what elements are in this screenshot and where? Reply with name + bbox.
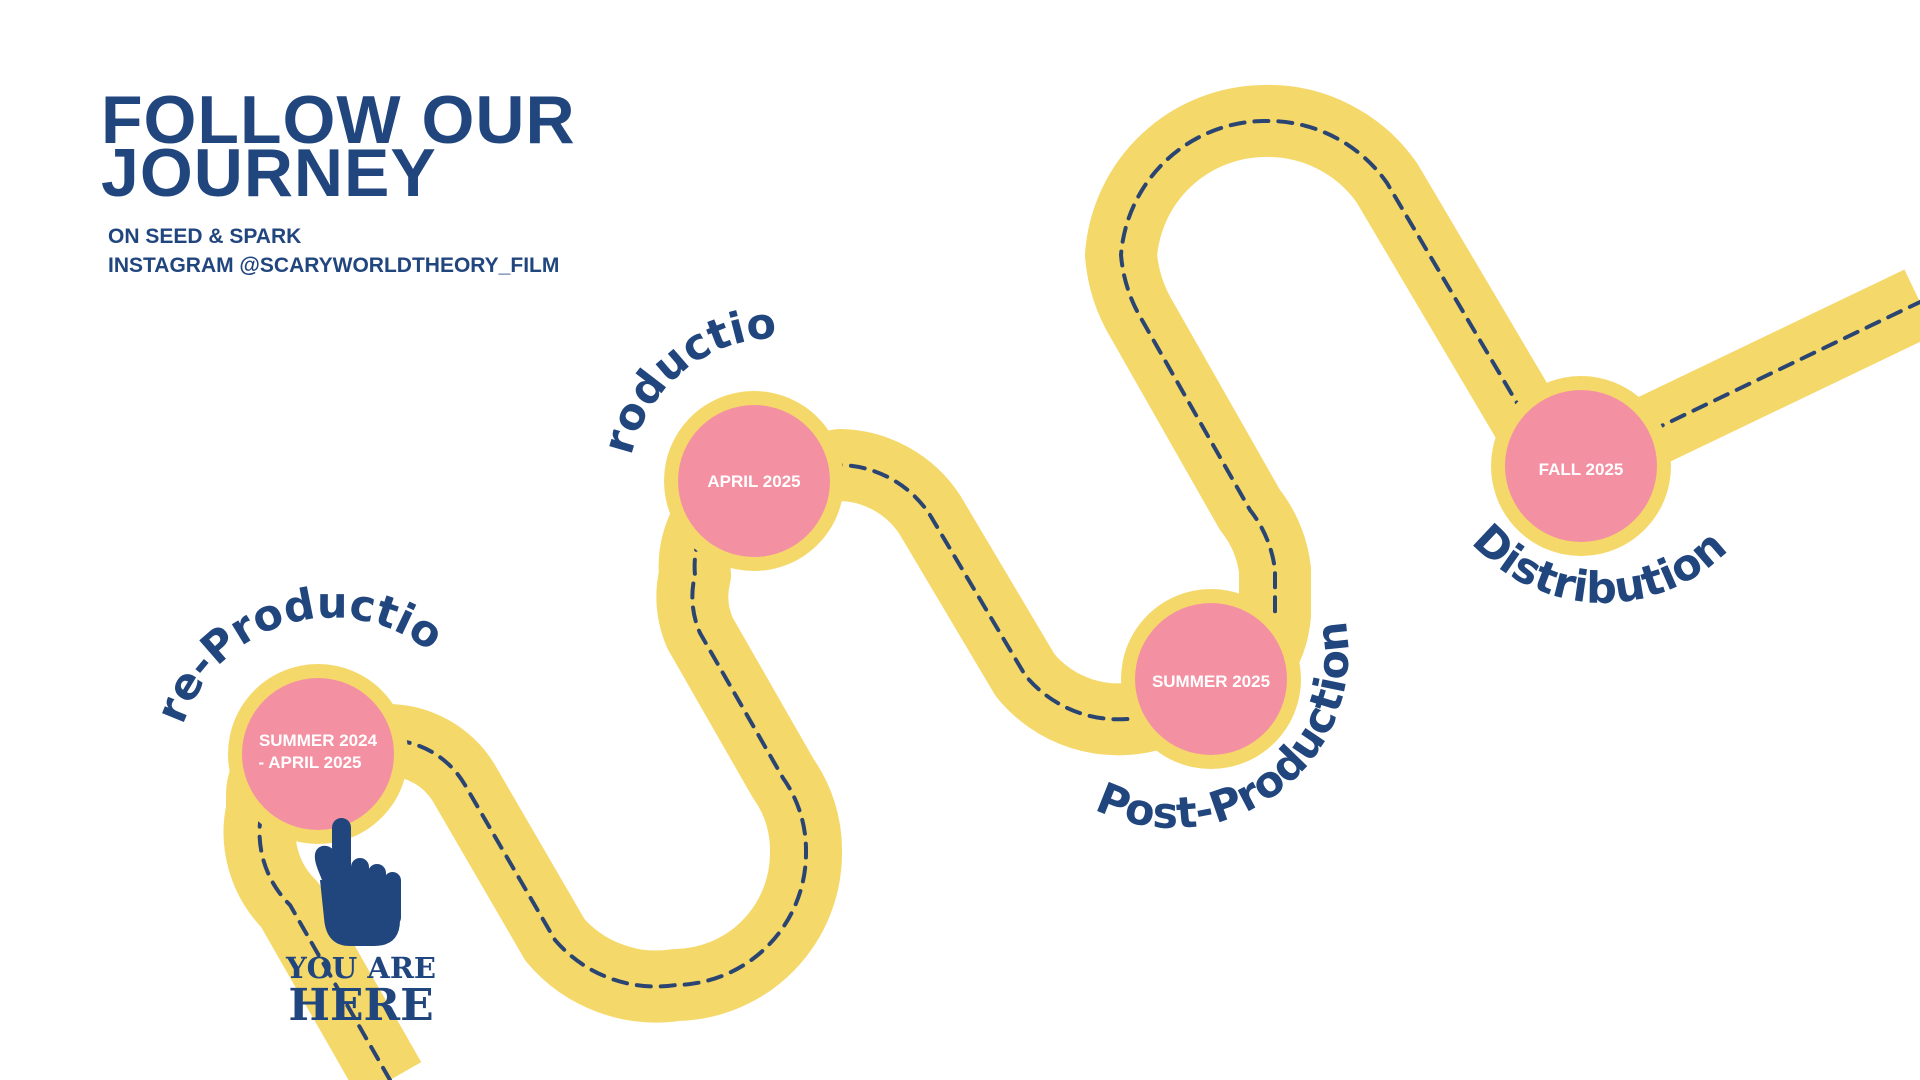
milestone-post-production: SUMMER 2025 (1121, 589, 1301, 769)
milestone-date: APRIL 2025 (707, 472, 800, 491)
page-title: FOLLOW OUR JOURNEY (101, 82, 576, 211)
marker-line-2: HERE (288, 980, 433, 1031)
milestone-date: SUMMER 2025 (1152, 672, 1270, 691)
page-subtitle: ON SEED & SPARK INSTAGRAM @SCARYWORLDTHE… (108, 222, 559, 280)
title-line-2: JOURNEY (101, 135, 437, 211)
subtitle-line-2: INSTAGRAM @SCARYWORLDTHEORY_FILM (108, 254, 560, 277)
stage-label-production: Production (0, 0, 778, 459)
stage-label-pre-production: Pre-Production (0, 0, 452, 729)
title-line-1: FOLLOW OUR (101, 82, 576, 158)
marker-line-1: YOU ARE (285, 951, 436, 985)
milestone-date-line1: SUMMER 2024 (259, 731, 378, 750)
milestone-production: APRIL 2025 (664, 391, 844, 571)
milestone-pre-production: SUMMER 2024 - APRIL 2025 (228, 664, 408, 844)
milestone-distribution: FALL 2025 (1491, 376, 1671, 556)
pointing-hand-icon (314, 818, 401, 946)
subtitle-line-1: ON SEED & SPARK (108, 225, 302, 248)
milestone-date: FALL 2025 (1539, 460, 1624, 479)
milestone-date-line2: - APRIL 2025 (259, 753, 362, 772)
